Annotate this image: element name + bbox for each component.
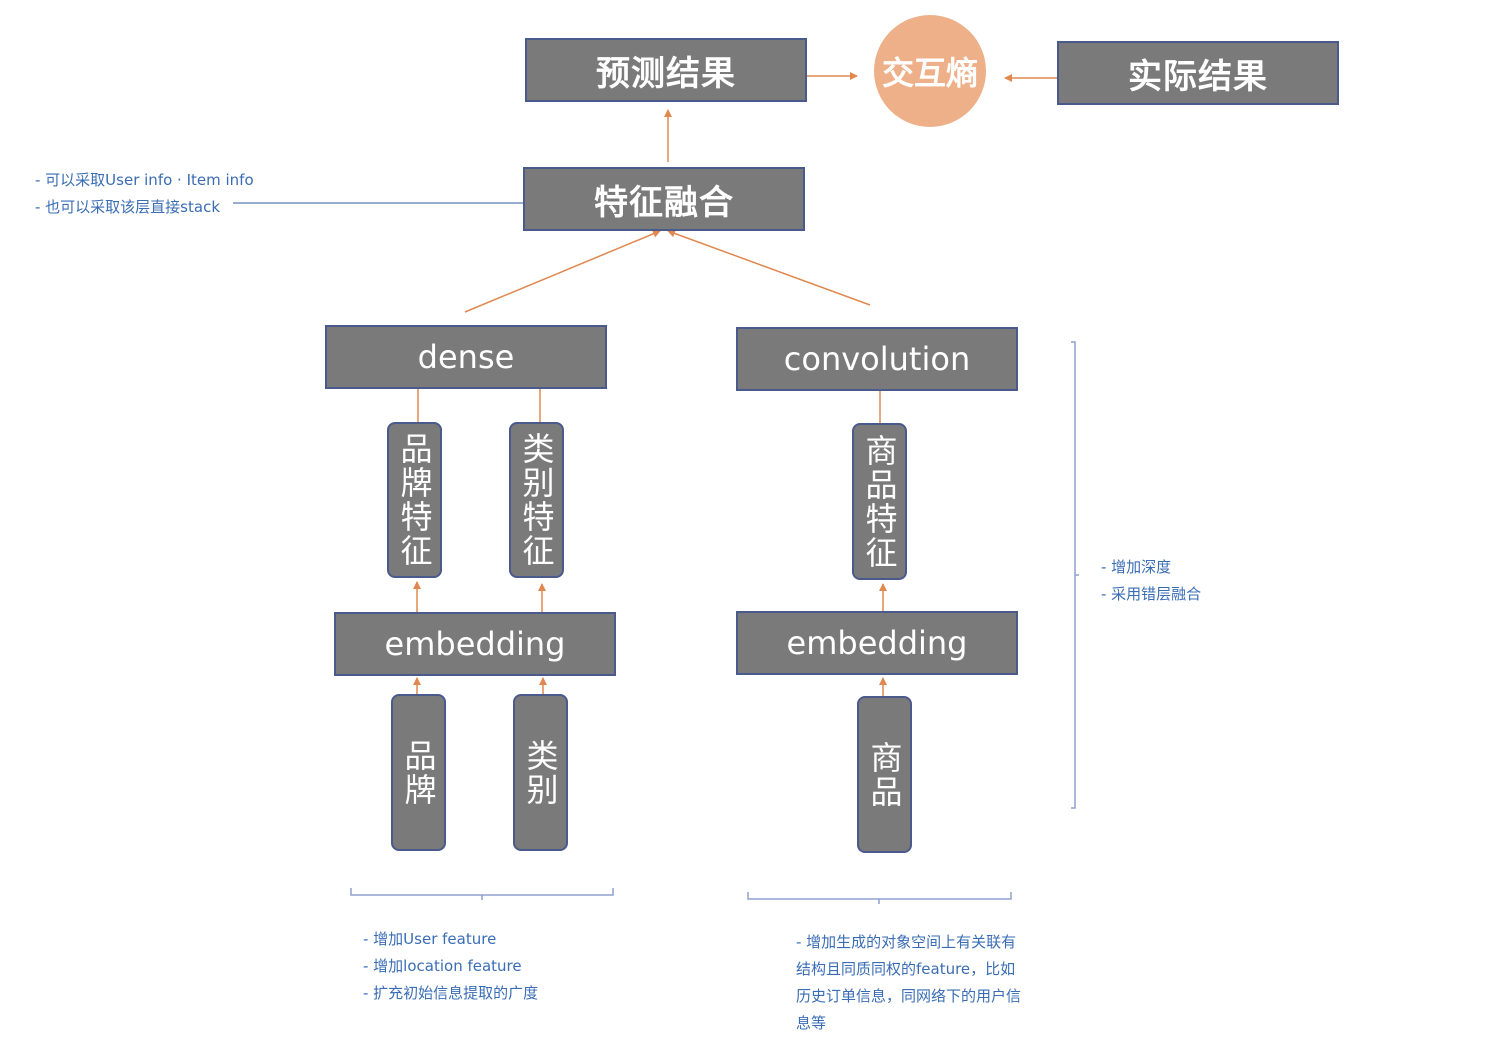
item-feature-box: 商品特征 — [852, 423, 907, 580]
side-note-2: - 采用错层融合 — [1101, 585, 1202, 603]
fusion-box: 特征融合 — [523, 167, 805, 231]
fusion-label: 特征融合 — [594, 182, 734, 223]
item-feature-label: 商品特征 — [860, 433, 899, 570]
arrow-conv-to-fusion — [667, 229, 871, 306]
category-input-label: 类别 — [521, 738, 560, 807]
brand-feature-label: 品牌特征 — [395, 432, 434, 568]
cross-entropy-label: 交互熵 — [881, 54, 978, 92]
convolution-box: convolution — [736, 327, 1018, 391]
right-note-text: - 增加生成的对象空间上有关联有结构且同质同权的feature，比如历史订单信息… — [796, 933, 1022, 1032]
prediction-label: 预测结果 — [596, 53, 736, 94]
convolution-label: convolution — [783, 340, 971, 378]
category-feature-box: 类别特征 — [509, 422, 564, 578]
fusion-note-1: - 可以采取User info · Item info — [35, 171, 254, 189]
fusion-note-2: - 也可以采取该层直接stack — [35, 198, 221, 216]
left-note-1: - 增加User feature — [363, 930, 497, 948]
category-input-box: 类别 — [513, 694, 568, 851]
side-bracket — [1071, 341, 1079, 809]
item-input-label: 商品 — [865, 740, 904, 809]
side-note-1: - 增加深度 — [1101, 558, 1172, 576]
left-notes: - 增加User feature - 增加location feature - … — [363, 926, 538, 1007]
fusion-notes: - 可以采取User info · Item info - 也可以采取该层直接s… — [35, 167, 254, 221]
left-bottom-bracket — [350, 888, 614, 900]
left-note-3: - 扩充初始信息提取的广度 — [363, 984, 539, 1002]
right-note: - 增加生成的对象空间上有关联有结构且同质同权的feature，比如历史订单信息… — [796, 929, 1028, 1037]
right-embedding-label: embedding — [786, 624, 968, 662]
cross-entropy-node: 交互熵 — [874, 15, 986, 127]
side-notes: - 增加深度 - 采用错层融合 — [1101, 554, 1201, 608]
left-embedding-box: embedding — [334, 612, 616, 676]
brand-input-box: 品牌 — [391, 694, 446, 851]
right-embedding-box: embedding — [736, 611, 1018, 675]
dense-label: dense — [417, 338, 515, 376]
left-note-2: - 增加location feature — [363, 957, 522, 975]
category-feature-label: 类别特征 — [517, 432, 556, 568]
left-embedding-label: embedding — [384, 625, 566, 663]
brand-input-label: 品牌 — [399, 738, 438, 807]
brand-feature-box: 品牌特征 — [387, 422, 442, 578]
arrow-dense-to-fusion — [464, 229, 661, 313]
item-input-box: 商品 — [857, 696, 912, 853]
dense-box: dense — [325, 325, 607, 389]
actual-label: 实际结果 — [1128, 56, 1268, 97]
prediction-box: 预测结果 — [525, 38, 807, 102]
actual-box: 实际结果 — [1057, 41, 1339, 105]
right-bottom-bracket — [747, 892, 1012, 904]
